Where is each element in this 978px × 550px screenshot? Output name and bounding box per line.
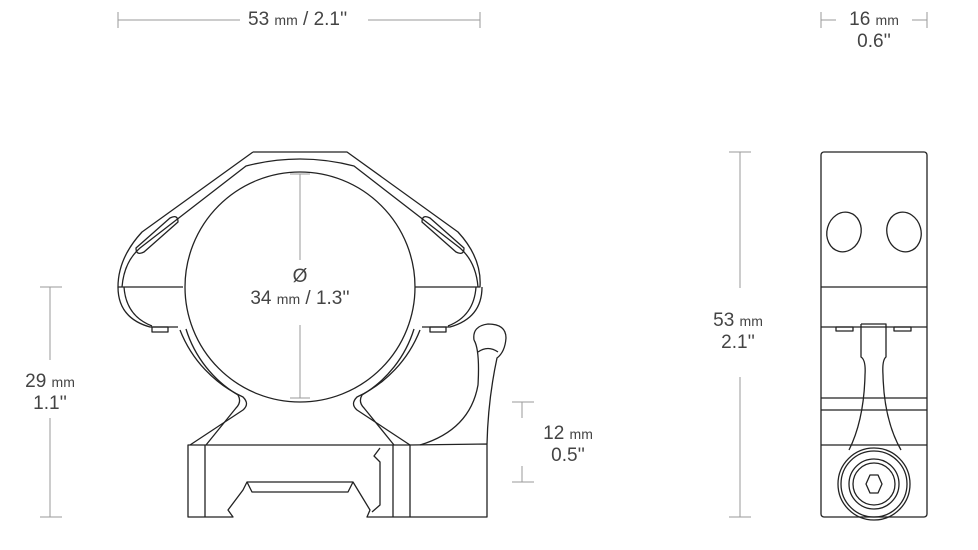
top-clamp: [117, 151, 481, 288]
total-height-dimension-line: [729, 151, 751, 518]
front-view-scope-ring: [117, 151, 507, 518]
base-height-dimension-line: [512, 401, 534, 483]
rail-base: [187, 444, 411, 518]
lever-arm: [848, 323, 902, 451]
center-height-dimension-line: [40, 286, 62, 518]
width-label: 53 mm / 2.1'': [242, 9, 354, 31]
hex-bolt-icon: [865, 474, 883, 494]
depth-dimension-line: [820, 12, 928, 28]
screw-hole: [886, 211, 922, 253]
tube-diameter-dimension-line: [290, 173, 310, 399]
depth-label: 16 mm 0.6'': [849, 9, 899, 52]
width-dimension-line: [117, 12, 481, 28]
tube-diameter-label: Ø 34 mm / 1.3'': [250, 266, 350, 309]
total-height-label: 53 mm 2.1'': [713, 310, 763, 353]
quick-release-lever: [419, 323, 507, 446]
center-height-label: 29 mm 1.1'': [25, 371, 75, 414]
lever-block: [409, 443, 488, 518]
base-height-label: 12 mm 0.5'': [543, 423, 593, 466]
side-view-scope-ring: [820, 151, 928, 521]
screw-hole: [826, 211, 862, 253]
